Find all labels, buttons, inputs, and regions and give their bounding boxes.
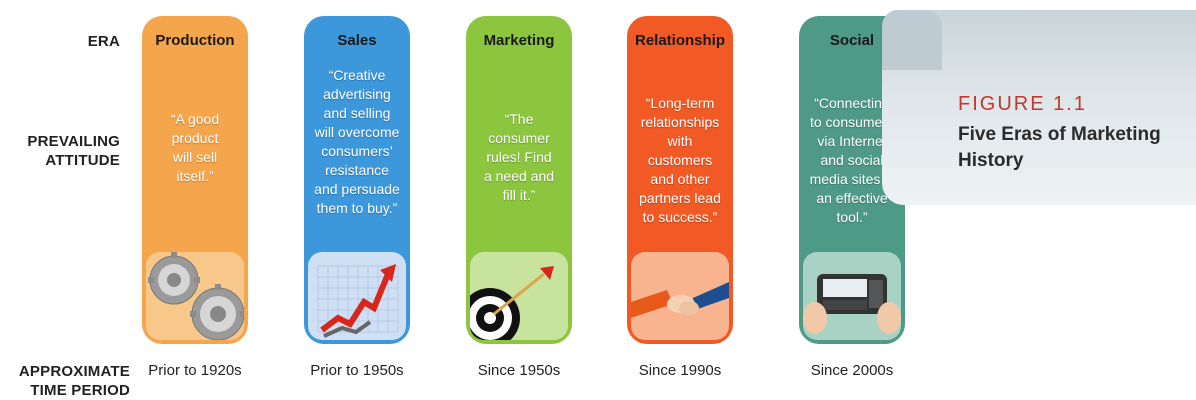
era-name: Sales [337,32,377,49]
quote-line: relationships [640,114,720,130]
era-name: Production [155,32,235,49]
quote-line: consumer [488,130,550,146]
attitude-row-label: PREVAILING ATTITUDE [10,132,120,170]
quote-line: and persuade [314,181,400,197]
quote-line: customers [647,152,713,168]
figure-title: Five Eras of Marketing History [958,124,1161,171]
quote-line: will sell [172,149,218,165]
quote-line: and social [820,152,884,168]
quote-line: will overcome [314,124,400,140]
quote-line: and other [650,171,710,187]
quote-line: fill it.” [502,187,536,203]
quote-line: “The [504,111,534,127]
figure-caption-tab [882,10,942,70]
era-time-period: Since 1950s [477,362,561,379]
quote-line: consumers’ [321,143,393,159]
handshake-icon [631,252,729,340]
quote-line: an effective [816,190,888,206]
quote-line: a need and [483,168,555,184]
figure-label: FIGURE 1.1 [958,93,1087,115]
period-label-line2: TIME PERIOD [30,382,130,399]
quote-line: partners lead [639,190,721,206]
era-row-label: ERA [87,33,120,50]
quote-line: media sites is [809,171,895,187]
era-time-period: Prior to 1920s [148,362,242,379]
era-time-period: Prior to 1950s [310,362,404,379]
era-name: Relationship [634,32,725,49]
quote-line: “Long-term [645,95,715,111]
quote-line: “A good [170,111,220,127]
target-dart-icon [470,252,568,340]
period-label-line1: APPROXIMATE [18,363,130,380]
quote-line: with [667,133,693,149]
era-time-period: Since 1990s [638,362,722,379]
quote-line: via Internet [817,133,887,149]
attitude-label-line2: ATTITUDE [45,152,120,169]
era-name: Marketing [483,32,555,49]
quote-line: them to buy.” [316,200,398,216]
gears-icon [146,252,244,340]
era-attitude-quote: “Long-term relationships with customers and … [631,94,729,227]
period-row-label: APPROXIMATE TIME PERIOD [0,362,130,400]
era-column-marketing: Marketing “The consumer rules! Find a need a… [466,16,572,344]
rising-arrow-chart-icon [308,252,406,340]
attitude-label-line1: PREVAILING [27,133,120,150]
quote-line: advertising [323,86,391,102]
quote-line: resistance [325,162,389,178]
era-column-relationship: Relationship “Long-term relationships with c… [627,16,733,344]
quote-line: product [171,130,219,146]
quote-line: and selling [323,105,391,121]
era-attitude-quote: “Creative advertising and selling will over… [308,66,406,218]
era-attitude-quote: “Connecting to consumers via Internet and s… [803,94,901,227]
quote-line: “Connecting [814,95,890,111]
era-time-period: Since 2000s [810,362,894,379]
era-attitude-quote: “A good product will sell itself.” [146,110,244,186]
era-column-sales: Sales “Creative advertising and selling will… [304,16,410,344]
quote-line: to consumers [809,114,895,130]
quote-line: to success.” [642,209,718,225]
quote-line: tool.” [836,209,868,225]
era-column-production: Production “A good product will sell itself.… [142,16,248,344]
quote-line: rules! Find [486,149,552,165]
era-name: Social [829,32,875,49]
quote-line: “Creative [328,67,386,83]
quote-line: itself.” [176,168,214,184]
era-attitude-quote: “The consumer rules! Find a need and fill it… [470,110,568,205]
smartphone-icon [803,252,901,340]
